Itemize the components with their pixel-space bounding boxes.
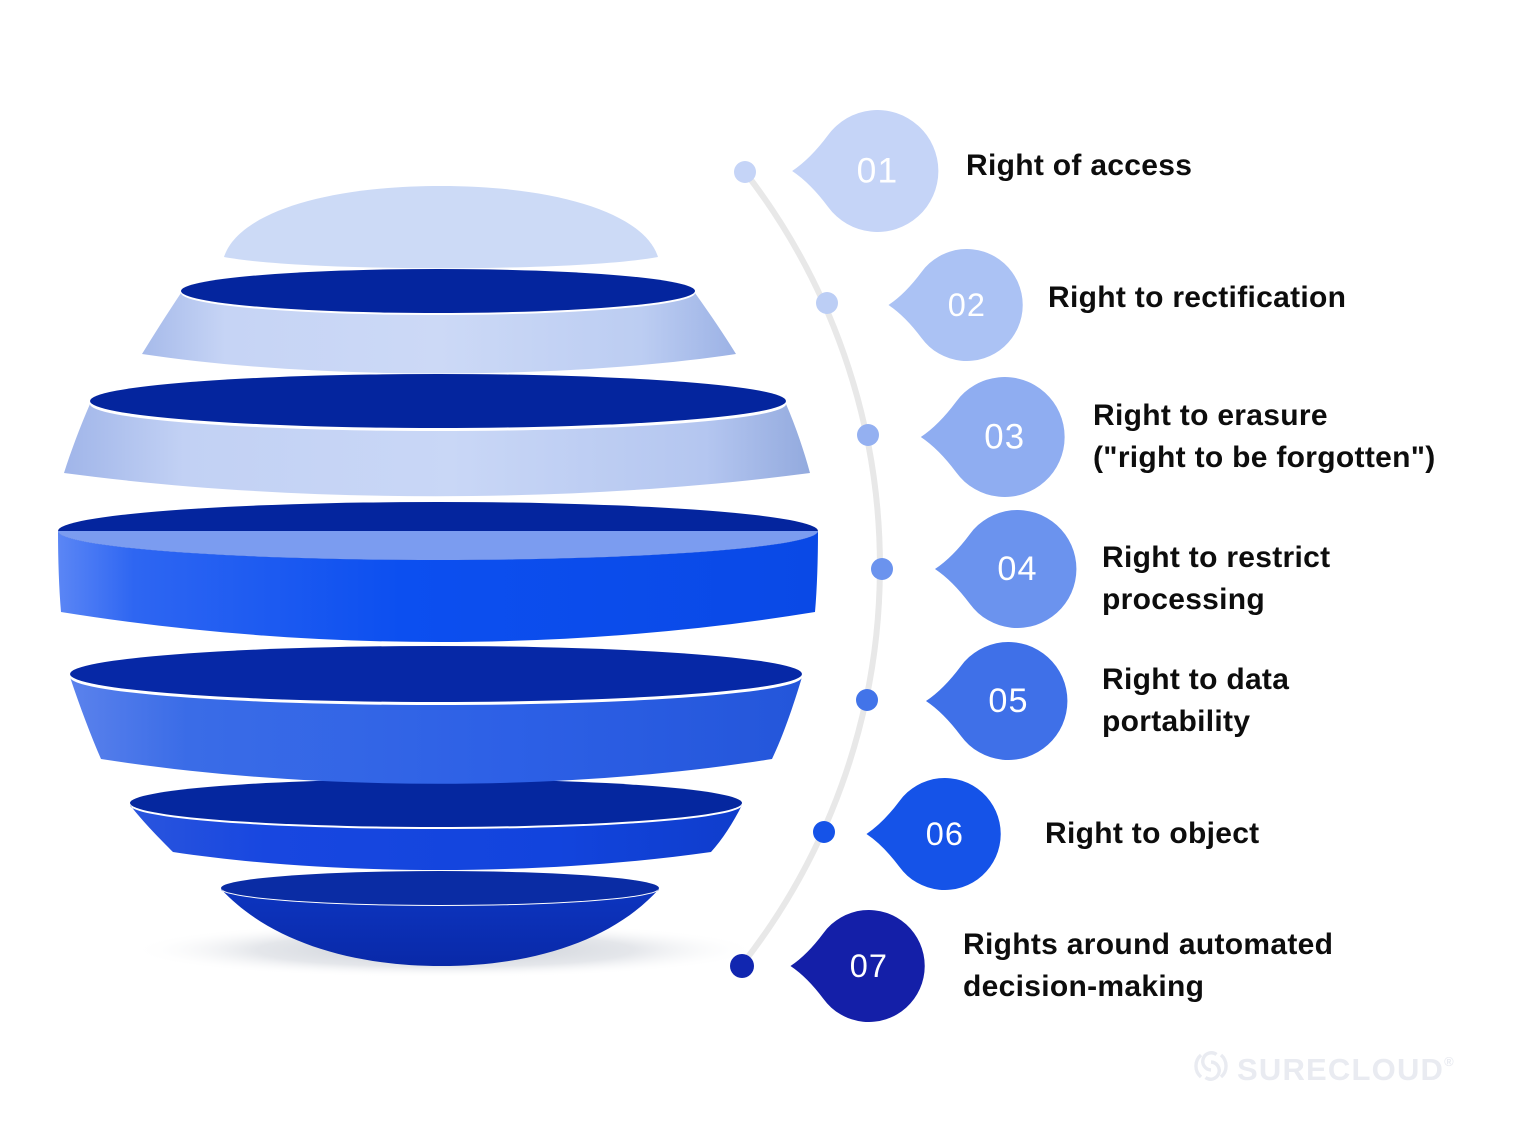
arc-dot-7: [730, 954, 754, 978]
sphere-slice-1-dome: [224, 186, 658, 269]
badge-07-number: 07: [850, 948, 888, 984]
sphere-slice-2-body: [142, 293, 736, 374]
arc-dot-4: [871, 558, 893, 580]
arc-dot-2: [816, 292, 838, 314]
badge-05: 05: [925, 642, 1068, 760]
badge-02: 02: [888, 249, 1023, 361]
surecloud-logo-text: SURECLOUD®: [1237, 1042, 1455, 1090]
label-rights-automated-decision-making: Rights around automated decision-making: [963, 924, 1333, 1008]
sphere-slice-6-top: [130, 779, 742, 827]
arc-dot-3: [857, 424, 879, 446]
label-right-to-rectification: Right to rectification: [1048, 277, 1346, 319]
label-line: portability: [1102, 705, 1251, 738]
label-line: Right to rectification: [1048, 281, 1347, 314]
sphere-slice-3-body: [64, 404, 810, 497]
sphere-slice-2-top: [181, 269, 695, 313]
surecloud-logo: SURECLOUD®: [1192, 1042, 1455, 1090]
label-right-to-object: Right to object: [1045, 813, 1259, 855]
arc-dot-6: [813, 821, 835, 843]
sphere-slice-3-top: [90, 374, 786, 428]
label-right-of-access: Right of access: [966, 145, 1192, 187]
badge-05-number: 05: [988, 682, 1028, 720]
sphere-slice-6-body: [130, 805, 742, 870]
label-line: ("right to be forgotten"): [1093, 441, 1436, 474]
label-line: Right to erasure: [1093, 399, 1328, 432]
badge-06: 06: [866, 778, 1001, 890]
sphere-slice-7-body: [221, 889, 659, 966]
badge-02-shape: [888, 249, 1023, 361]
label-line: processing: [1102, 583, 1266, 616]
label-right-to-data-portability: Right to data portability: [1102, 659, 1289, 743]
label-line: Right to data: [1102, 663, 1290, 696]
label-line: Right to object: [1045, 817, 1260, 850]
arc-dot-1: [734, 161, 756, 183]
badge-03-shape: [920, 377, 1065, 497]
badge-07: 07: [790, 910, 925, 1022]
badge-06-shape: [866, 778, 1001, 890]
arc-dot-5: [856, 689, 878, 711]
badge-07-shape: [790, 910, 925, 1022]
sphere-slice-4-top-front: [58, 531, 818, 560]
label-right-to-restrict-processing: Right to restrict processing: [1102, 537, 1330, 621]
badge-01-shape: [792, 110, 939, 232]
sphere-slice-5-body: [70, 677, 802, 784]
badge-01-number: 01: [857, 152, 899, 191]
badge-03: 03: [920, 377, 1065, 497]
surecloud-logo-icon: [1194, 1051, 1228, 1081]
arc-line: [738, 169, 883, 969]
logo-wordmark: SURECLOUD: [1237, 1052, 1445, 1087]
label-line: Right of access: [966, 149, 1193, 182]
badge-05-shape: [925, 642, 1068, 760]
label-line: decision-making: [963, 970, 1205, 1003]
badge-04-number: 04: [997, 550, 1037, 588]
badge-02-number: 02: [948, 287, 986, 323]
timeline-arc: [730, 161, 893, 978]
badge-06-number: 06: [926, 816, 964, 852]
sphere-slice-7-top: [221, 871, 659, 905]
badge-01: 01: [792, 110, 939, 232]
registered-trademark-symbol: ®: [1444, 1054, 1455, 1069]
sphere-slice-4-body: [58, 531, 818, 642]
label-line: Right to restrict: [1102, 541, 1331, 574]
badge-03-number: 03: [984, 418, 1025, 457]
sphere-slice-5-top: [70, 646, 802, 702]
badge-04: 04: [934, 510, 1077, 628]
label-right-to-erasure: Right to erasure ("right to be forgotten…: [1093, 395, 1436, 479]
label-line: Rights around automated: [963, 928, 1334, 961]
sliced-sphere-illustration: [58, 186, 818, 978]
badge-04-shape: [934, 510, 1077, 628]
